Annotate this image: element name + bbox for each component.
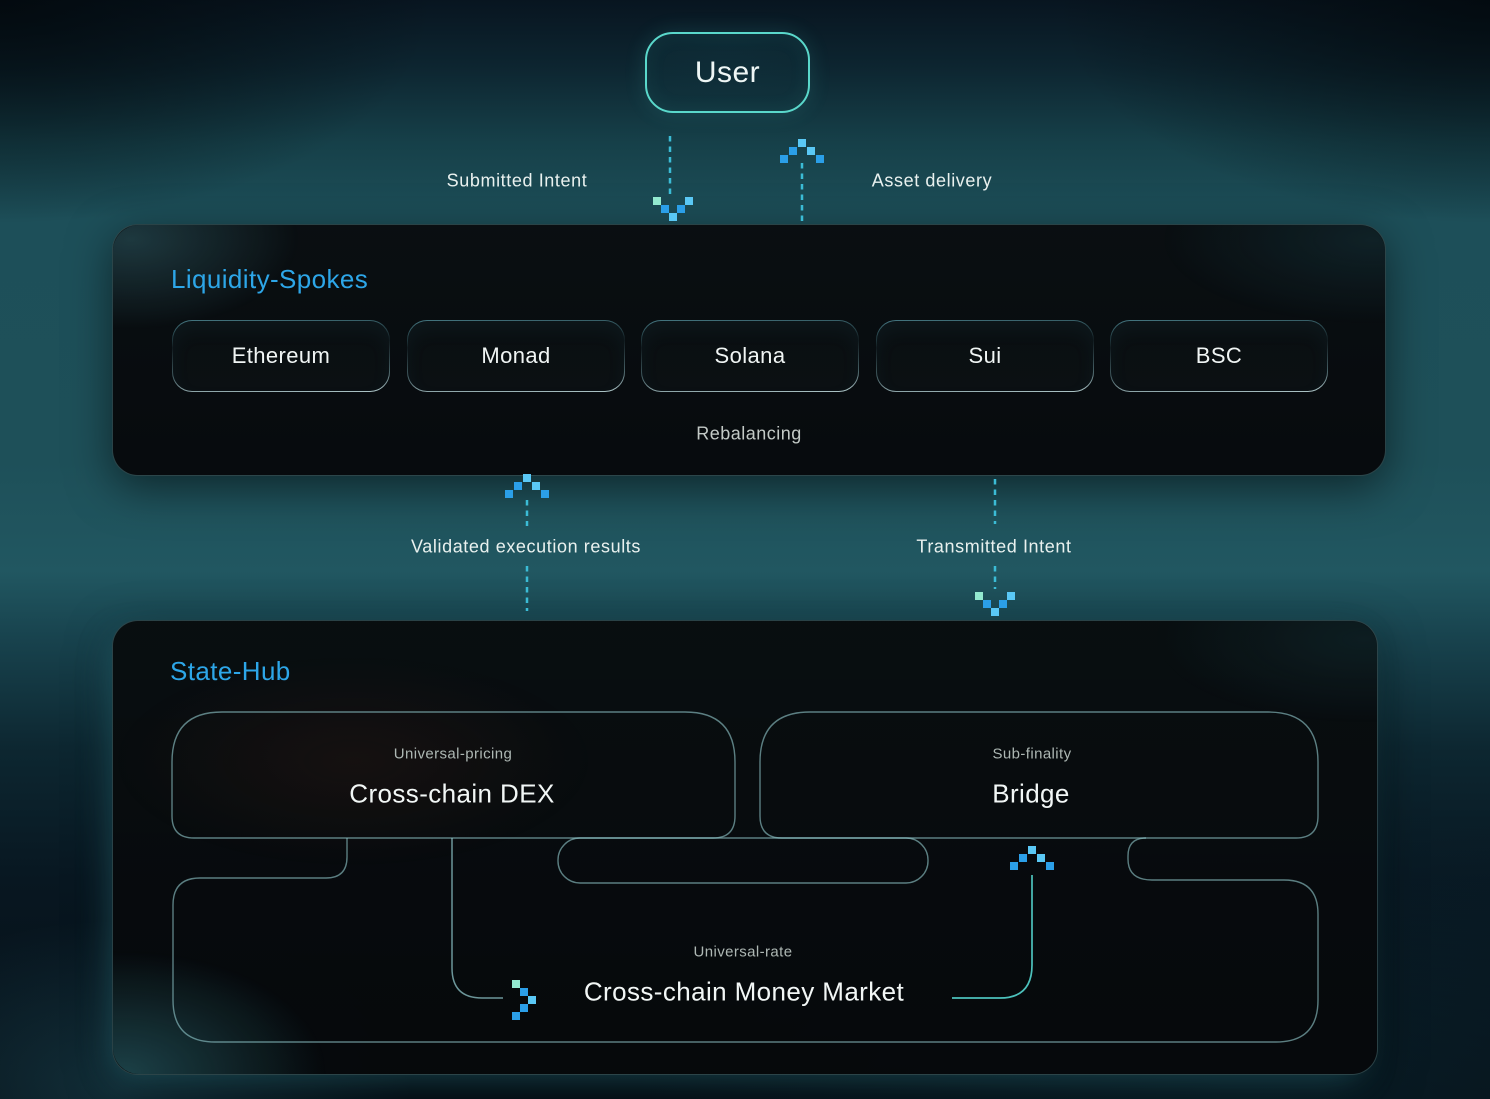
transmitted-intent-label: Transmitted Intent [916,536,1072,557]
dex-node-label: Cross-chain DEX [349,778,555,809]
bridge-node-tag: Sub-finality [992,745,1072,763]
submitted-intent-label: Submitted Intent [446,170,588,191]
validated-execution-results-label: Validated execution results [411,536,641,557]
chain-node-bsc: BSC [1110,320,1328,392]
bridge-node-label: Bridge [992,778,1070,809]
asset-delivery-label: Asset delivery [871,170,993,191]
liquidity-spokes-panel: Liquidity-Spokes Ethereum Monad Solana S… [112,224,1386,476]
pixel-arrow-up-icon [780,139,824,163]
chain-node-monad: Monad [407,320,625,392]
chain-node-ethereum: Ethereum [172,320,390,392]
state-hub-title: State-Hub [170,656,291,686]
chain-node-sui: Sui [876,320,1094,392]
chain-label: Monad [481,343,551,368]
arrow-submitted-intent-line [653,136,693,221]
rebalancing-label: Rebalancing [696,423,802,444]
money-market-node-label: Cross-chain Money Market [583,976,905,1007]
chain-label: Sui [968,343,1002,368]
arrow-asset-delivery-line [780,139,824,221]
liquidity-spokes-title: Liquidity-Spokes [171,264,369,294]
chain-node-solana: Solana [641,320,859,392]
money-market-node-tag: Universal-rate [693,943,793,961]
pixel-arrow-down-icon [975,592,1015,616]
pixel-arrow-up-icon [505,474,549,498]
dex-node-tag: Universal-pricing [393,745,513,763]
chain-label: Solana [714,343,786,368]
user-node-label: User [694,55,761,89]
chain-label: Ethereum [231,343,331,368]
user-node: User [645,32,810,113]
pixel-arrow-down-icon [653,197,693,221]
chain-label: BSC [1195,343,1243,368]
